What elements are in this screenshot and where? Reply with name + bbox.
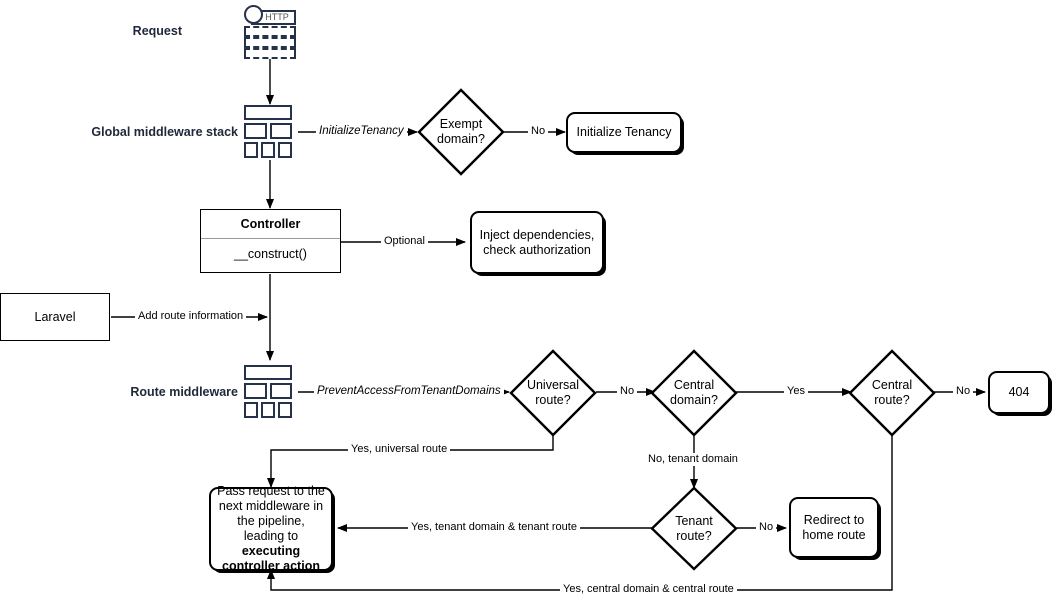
decision-exempt-domain[interactable]: Exempt domain? bbox=[417, 88, 505, 176]
side-label-global-middleware-stack: Global middleware stack bbox=[91, 125, 238, 139]
class-controller[interactable]: Controller __construct() bbox=[200, 209, 341, 273]
edge-label-yes-central-domain: Yes bbox=[784, 385, 808, 398]
process-pass-request-label: Pass request to the next middleware in t… bbox=[217, 484, 325, 574]
stack-cell bbox=[278, 402, 292, 418]
stack-cell bbox=[261, 142, 275, 158]
request-circle-icon bbox=[244, 5, 263, 24]
class-controller-title: Controller bbox=[201, 210, 340, 239]
edge-universal-yes-to-pass bbox=[267, 434, 554, 488]
edge-label-prevent-access: PreventAccessFromTenantDomains bbox=[314, 385, 504, 398]
stack-cell bbox=[244, 142, 258, 158]
middleware-stack-icon-route bbox=[244, 365, 292, 421]
stack-cell bbox=[261, 402, 275, 418]
external-laravel[interactable]: Laravel bbox=[0, 293, 110, 341]
process-pass-request-emphasis: executing controller action bbox=[222, 544, 320, 573]
class-controller-method: __construct() bbox=[234, 247, 307, 261]
stack-cell bbox=[269, 383, 292, 399]
decision-universal-route[interactable]: Universal route? bbox=[509, 349, 597, 437]
stack-cell bbox=[244, 402, 258, 418]
edge-label-yes-universal-route: Yes, universal route bbox=[348, 443, 451, 456]
decision-central-route[interactable]: Central route? bbox=[848, 349, 936, 437]
request-dashed-row bbox=[244, 37, 296, 48]
decision-tenant-route[interactable]: Tenant route? bbox=[650, 486, 738, 571]
process-initialize-tenancy-label: Initialize Tenancy bbox=[576, 125, 672, 139]
process-pass-request-text: Pass request to the next middleware in t… bbox=[217, 484, 325, 543]
request-dashed-row bbox=[244, 48, 296, 59]
edge-label-no-universal: No bbox=[617, 385, 638, 398]
process-initialize-tenancy[interactable]: Initialize Tenancy bbox=[566, 112, 682, 153]
request-dashed-row bbox=[244, 26, 296, 37]
edge-label-no-exempt: No bbox=[528, 125, 549, 138]
middleware-stack-icon-global bbox=[244, 105, 292, 161]
edge-label-yes-central-domain-central-route: Yes, central domain & central route bbox=[560, 583, 737, 596]
stack-cell bbox=[244, 105, 292, 120]
decision-tenant-route-label: Tenant route? bbox=[675, 513, 713, 543]
process-404-label: 404 bbox=[1008, 385, 1030, 399]
stack-cell bbox=[244, 383, 267, 399]
process-inject-dependencies[interactable]: Inject dependencies, check authorization bbox=[470, 211, 604, 274]
stack-cell bbox=[278, 142, 292, 158]
edge-label-no-central-route: No bbox=[953, 385, 974, 398]
external-laravel-label: Laravel bbox=[34, 309, 76, 324]
process-inject-dependencies-label: Inject dependencies, check authorization bbox=[479, 227, 595, 257]
decision-central-domain-label: Central domain? bbox=[670, 378, 718, 407]
decision-exempt-domain-label: Exempt domain? bbox=[437, 117, 485, 146]
process-pass-request[interactable]: Pass request to the next middleware in t… bbox=[209, 484, 333, 574]
side-label-request: Request bbox=[132, 24, 182, 38]
edge-label-no-tenant-route: No bbox=[756, 521, 777, 534]
http-request-icon: HTTP bbox=[244, 5, 296, 61]
edge-label-no-tenant-domain: No, tenant domain bbox=[645, 453, 741, 466]
decision-central-route-label: Central route? bbox=[871, 378, 913, 407]
process-redirect-home[interactable]: Redirect to home route bbox=[789, 497, 879, 558]
decision-central-domain[interactable]: Central domain? bbox=[650, 349, 738, 437]
process-404[interactable]: 404 bbox=[988, 371, 1050, 414]
edge-label-optional: Optional bbox=[381, 235, 428, 248]
stack-cell bbox=[244, 123, 267, 139]
stack-cell bbox=[244, 365, 292, 380]
edge-label-add-route-information: Add route information bbox=[135, 310, 247, 323]
edge-label-initialize-tenancy: InitializeTenancy bbox=[316, 125, 407, 138]
decision-universal-route-label: Universal route? bbox=[526, 378, 580, 407]
side-label-route-middleware: Route middleware bbox=[130, 385, 238, 399]
process-redirect-home-label: Redirect to home route bbox=[802, 512, 866, 542]
edge-label-yes-tenant-domain-tenant-route: Yes, tenant domain & tenant route bbox=[408, 521, 580, 534]
stack-cell bbox=[269, 123, 292, 139]
